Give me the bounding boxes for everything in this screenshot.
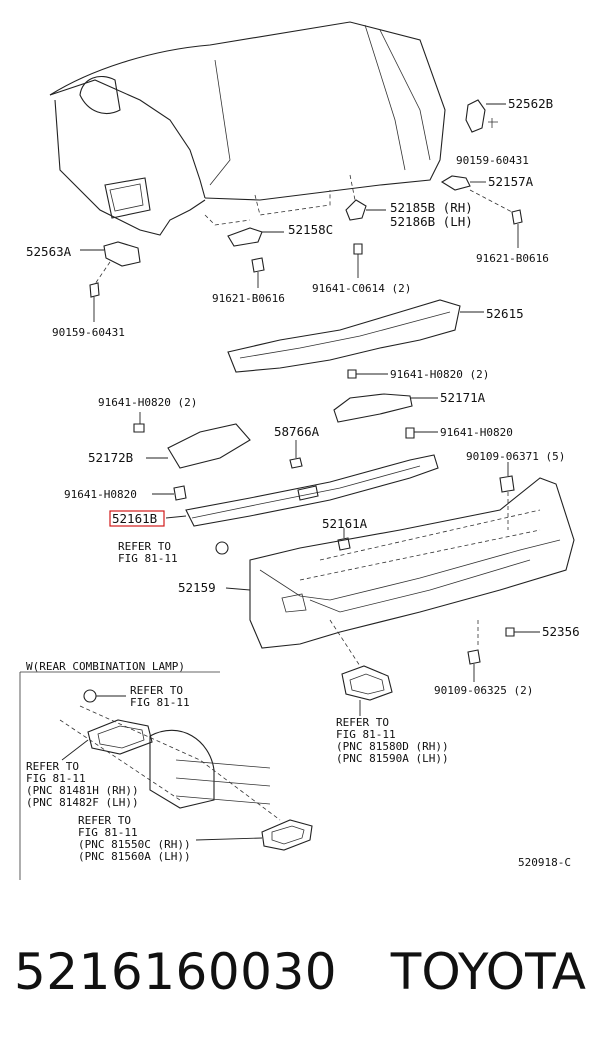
bolt-90109-06371-drawing bbox=[499, 462, 515, 530]
label-52157a: 52157A bbox=[488, 174, 534, 189]
step-pad-52161b-drawing bbox=[165, 454, 439, 527]
brand-name: TOYOTA bbox=[390, 943, 586, 1001]
refer3-line1: REFER TO bbox=[336, 716, 389, 729]
refer3-line2: FIG 81-11 bbox=[336, 728, 396, 741]
label-91621-b0616-mid: 91621-B0616 bbox=[212, 292, 285, 305]
screw-91621-right-drawing bbox=[469, 189, 523, 248]
label-91641-c0614: 91641-C0614 (2) bbox=[312, 282, 411, 295]
refer1-line1: REFER TO bbox=[118, 540, 171, 553]
refer3-line3: (PNC 81580D (RH)) bbox=[336, 740, 449, 753]
refer1-line2: FIG 81-11 bbox=[118, 552, 178, 565]
part-labels: 52562B 90159-60431 52157A 52185B (RH) 52… bbox=[26, 96, 580, 869]
label-90109-06371: 90109-06371 (5) bbox=[466, 450, 565, 463]
bracket-52158c-drawing bbox=[227, 227, 284, 288]
figure-code: 520918-C bbox=[518, 856, 571, 869]
part-58766a-drawing bbox=[289, 440, 303, 469]
label-52171a: 52171A bbox=[440, 390, 486, 405]
label-58766a: 58766A bbox=[274, 424, 320, 439]
label-52158c: 52158C bbox=[288, 222, 333, 237]
highlight-box bbox=[109, 510, 165, 527]
label-52563a: 52563A bbox=[26, 244, 72, 259]
retainer-52185b-drawing bbox=[345, 199, 386, 221]
clip-91641-c0614-drawing bbox=[353, 243, 363, 278]
absorber-52615-drawing bbox=[227, 299, 484, 373]
retainer-52172b-drawing bbox=[146, 423, 251, 501]
label-52356: 52356 bbox=[542, 624, 580, 639]
refer2-line2: FIG 81-11 bbox=[130, 696, 190, 709]
refer3-line4: (PNC 81590A (LH)) bbox=[336, 752, 449, 765]
part-number: 5216160030 bbox=[14, 943, 338, 1001]
label-91621-b0616-right: 91621-B0616 bbox=[476, 252, 549, 265]
label-52159: 52159 bbox=[178, 580, 216, 595]
label-90159-60431-left: 90159-60431 bbox=[52, 326, 125, 339]
refer4-line2: FIG 81-11 bbox=[26, 772, 86, 785]
refer4-line4: (PNC 81482F (LH)) bbox=[26, 796, 139, 809]
clip-52161a-drawing bbox=[337, 528, 351, 551]
vehicle-body-drawing bbox=[49, 21, 446, 236]
label-91641-h0820-right: 91641-H0820 bbox=[440, 426, 513, 439]
clip-refer1-drawing bbox=[215, 541, 229, 555]
refer5-line1: REFER TO bbox=[78, 814, 131, 827]
retainer-52157a-drawing bbox=[440, 175, 486, 191]
lamp-group-title: W(REAR COMBINATION LAMP) bbox=[26, 660, 185, 673]
refer4-line3: (PNC 81481H (RH)) bbox=[26, 784, 139, 797]
label-52562b: 52562B bbox=[508, 96, 553, 111]
label-90109-06325: 90109-06325 (2) bbox=[434, 684, 533, 697]
label-90159-60431-top: 90159-60431 bbox=[456, 154, 529, 167]
refer5-line2: FIG 81-11 bbox=[78, 826, 138, 839]
clip-91641-h0820-upper-drawing bbox=[347, 369, 388, 379]
label-52185b: 52185B (RH) bbox=[390, 200, 473, 215]
lamp-group-drawing bbox=[19, 671, 313, 880]
refer2-line1: REFER TO bbox=[130, 684, 183, 697]
refer5-line3: (PNC 81550C (RH)) bbox=[78, 838, 191, 851]
reflector-center-drawing bbox=[329, 619, 393, 716]
label-91641-h0820-2-right: 91641-H0820 (2) bbox=[390, 368, 489, 381]
label-52172b: 52172B bbox=[88, 450, 133, 465]
clip-91641-h0820-left-drawing bbox=[133, 412, 145, 433]
parts-diagram: 52562B 90159-60431 52157A 52185B (RH) 52… bbox=[19, 21, 580, 880]
bracket-52563a-drawing bbox=[80, 241, 141, 322]
bumper-cover-52159-drawing bbox=[225, 477, 575, 682]
label-52161a: 52161A bbox=[322, 516, 368, 531]
refer5-line4: (PNC 81560A (LH)) bbox=[78, 850, 191, 863]
bracket-52562b-drawing bbox=[465, 99, 506, 133]
label-52615: 52615 bbox=[486, 306, 524, 321]
footer: 5216160030 TOYOTA bbox=[0, 935, 600, 1025]
label-52186b: 52186B (LH) bbox=[390, 214, 473, 229]
label-52161b: 52161B bbox=[112, 511, 157, 526]
retainer-52171a-drawing bbox=[333, 393, 438, 439]
label-91641-h0820-2-left: 91641-H0820 (2) bbox=[98, 396, 197, 409]
label-91641-h0820-left: 91641-H0820 bbox=[64, 488, 137, 501]
refer4-line1: REFER TO bbox=[26, 760, 79, 773]
